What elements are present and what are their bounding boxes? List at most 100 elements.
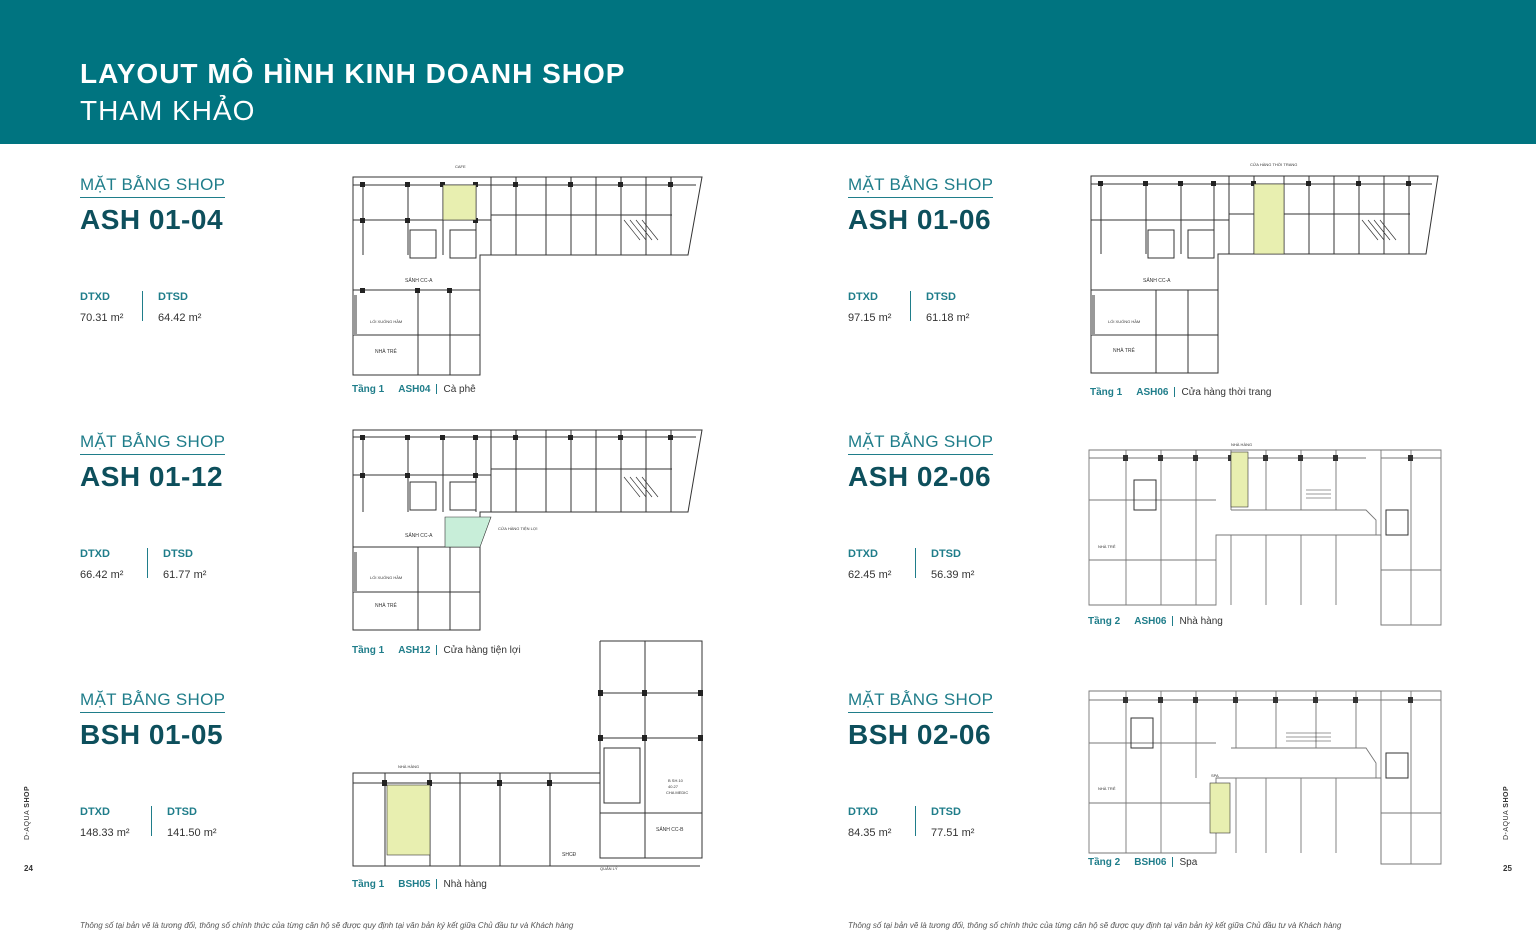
plan-label-ramp: LỐI XUỐNG HẦM [370,575,402,580]
plan-label-fashion: CỬA HÀNG THỜI TRANG [1250,162,1297,167]
block-kicker: MẶT BẰNG SHOP [80,175,226,198]
dtxd-value: 62.45 m² [848,569,892,581]
footnote-left: Thông số tại bản vẽ là tương đối, thông … [80,921,574,930]
page-number-right: 25 [1503,864,1512,873]
block-kicker: MẶT BẰNG SHOP [80,690,226,713]
floor-plan-bsh06-f2: SPA NHÀ TRẺ [1088,690,1442,865]
highlighted-shop-store [444,516,492,548]
stat-divider [151,806,152,836]
highlighted-shop-fashion [1253,183,1285,255]
block-kicker: MẶT BẰNG SHOP [80,432,226,455]
plan-label-ramp: LỐI XUỐNG HẦM [370,319,402,324]
dtsd-value: 61.18 m² [926,312,970,324]
brand-vertical-left: D-AQUA SHOP [24,785,31,840]
page-header: LAYOUT MÔ HÌNH KINH DOANH SHOP THAM KHẢO [0,0,1536,144]
plan-label-quan-ly: QUẢN LÝ [600,866,618,871]
dtxd-value: 70.31 m² [80,312,124,324]
plan-label-nha-tre: NHÀ TRẺ [1098,786,1116,791]
shop-code: BSH 02-06 [848,719,992,750]
plan-label-nha-tre: NHÀ TRẺ [375,602,398,609]
highlighted-shop-restaurant [386,784,431,856]
shop-code: ASH 01-04 [80,204,224,235]
stat-divider [142,291,143,321]
floor-plan-ash06-f2: NHÀ HÀNG NHÀ TRẺ [1088,442,1442,626]
plan-label-shcd: SHCĐ [562,852,577,858]
plan-label-nha-tre: NHÀ TRẺ [1113,347,1136,354]
highlighted-shop-restaurant-f2 [1230,451,1249,508]
plan-label-nha-tre: NHÀ TRẺ [375,348,398,355]
dtsd-value: 77.51 m² [931,827,975,839]
plan-label-spa: SPA [1211,773,1219,778]
shop-code: BSH 01-05 [80,719,224,750]
dtxd-value: 97.15 m² [848,312,892,324]
plan-label-restaurant: NHÀ HÀNG [1231,442,1252,447]
plan-label-nha-tre: NHÀ TRẺ [1098,544,1116,549]
stat-divider [910,291,911,321]
floor-plan-bsh05: NHÀ HÀNG B SH.10 40.27 CHA MEDIC SẢNH CC… [352,640,703,871]
shop-code: ASH 01-12 [80,461,224,492]
dtsd-value: 141.50 m² [167,827,217,839]
plan-label-ramp: LỐI XUỐNG HẦM [1108,319,1140,324]
plan-label-bsh10-use: CHA MEDIC [666,790,688,795]
dtxd-value: 148.33 m² [80,827,130,839]
stat-divider [915,806,916,836]
floor-plan-ash06-f1: CỬA HÀNG THỜI TRANG SẢNH CC-A LỐI XUỐNG … [1090,162,1439,374]
dtsd-value: 56.39 m² [931,569,975,581]
plan-label-bsh10-area: 40.27 [668,784,679,789]
dtsd-value: 61.77 m² [163,569,207,581]
dtxd-value: 66.42 m² [80,569,124,581]
shop-code: ASH 02-06 [848,461,992,492]
shop-code: ASH 01-06 [848,204,992,235]
page-subtitle: THAM KHẢO [80,95,256,126]
plan-label-sanh: SẢNH CC-A [405,277,433,284]
block-kicker: MẶT BẰNG SHOP [848,690,994,713]
dtsd-value: 64.42 m² [158,312,202,324]
plan-label-cafe: CAFE [455,164,466,169]
plan-label-sanh: SẢNH CC-A [405,532,433,539]
plan-label-sanh-b: SẢNH CC-B [656,826,684,833]
dtxd-value: 84.35 m² [848,827,892,839]
page-number-left: 24 [24,864,33,873]
plan-label-store: CỬA HÀNG TIỆN LỢI [498,526,537,531]
footnote-right: Thông số tại bản vẽ là tương đối, thông … [848,921,1342,930]
block-kicker: MẶT BẰNG SHOP [848,175,994,198]
plan-label-sanh: SẢNH CC-A [1143,277,1171,284]
plan-label-restaurant: NHÀ HÀNG [398,764,419,769]
highlighted-shop-cafe [442,184,477,221]
stat-divider [147,548,148,578]
brand-vertical-right: D-AQUA SHOP [1503,785,1510,840]
highlighted-shop-spa [1209,782,1231,834]
page-title: LAYOUT MÔ HÌNH KINH DOANH SHOP [80,58,626,89]
plan-label-bsh10: B SH.10 [668,778,684,783]
